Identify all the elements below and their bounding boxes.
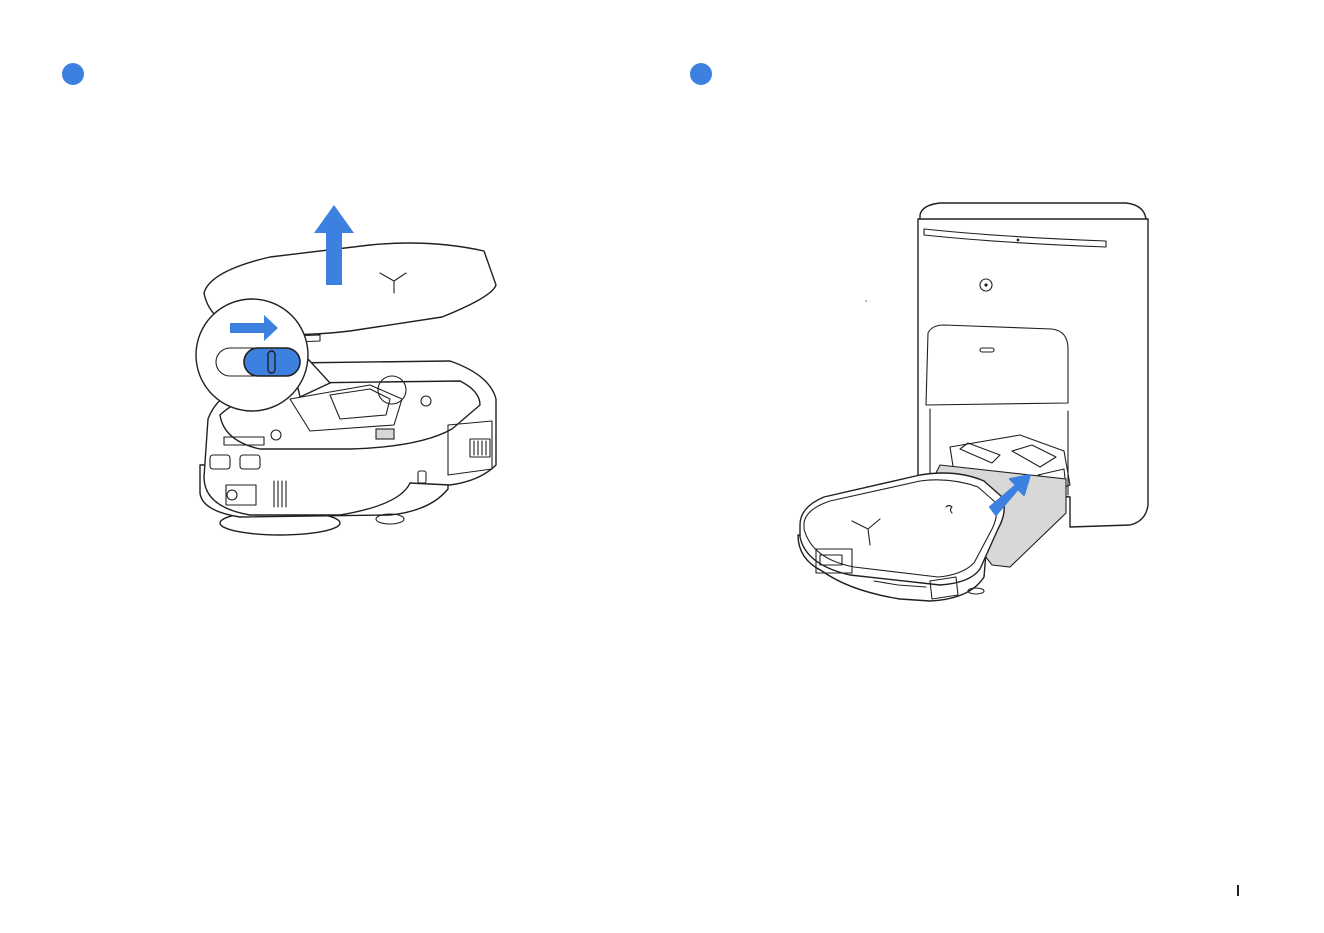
robot-station-drawing bbox=[780, 185, 1170, 635]
step-2-illustration bbox=[780, 185, 1170, 635]
robot bbox=[798, 473, 1004, 601]
robot-cover-removal-drawing bbox=[180, 185, 520, 555]
page-number-divider bbox=[1237, 885, 1239, 896]
step-1-marker bbox=[62, 63, 84, 85]
step-1-illustration bbox=[180, 185, 520, 555]
step-2-marker bbox=[690, 63, 712, 85]
